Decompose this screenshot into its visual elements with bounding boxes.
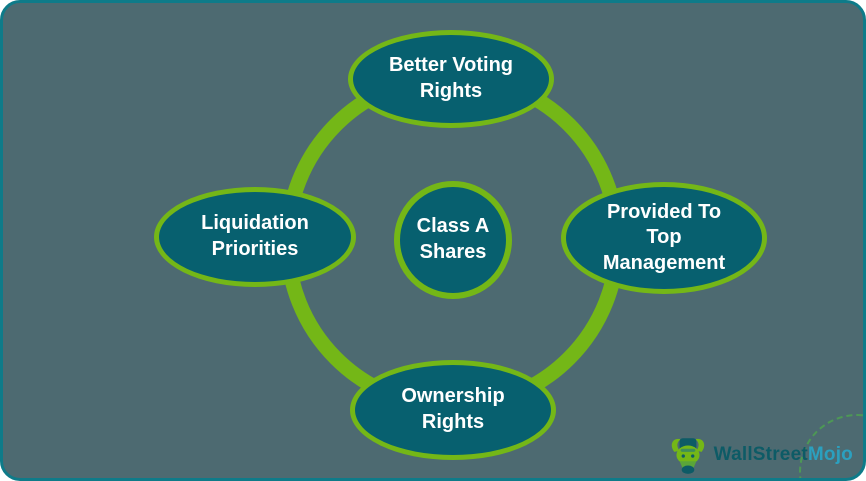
brand-secondary-text: Mojo (807, 444, 853, 465)
node-label: Liquidation Priorities (201, 212, 309, 260)
brand-primary-text: WallStreet (713, 444, 808, 465)
wallstreetmojo-logo: WallStreetMojo (667, 434, 853, 476)
node-label: Ownership Rights (401, 385, 505, 433)
node-liquidation-priorities: Liquidation Priorities (154, 187, 356, 287)
node-ownership-rights: Ownership Rights (350, 360, 556, 460)
bull-mascot-icon (671, 438, 704, 474)
node-class-a-shares: Class A Shares (394, 181, 512, 299)
node-label: Provided To Top Management (602, 200, 726, 274)
brand-wordmark: WallStreetMojo (714, 444, 853, 466)
node-provided-to-top-management: Provided To Top Management (561, 182, 767, 294)
node-label: Better Voting Rights (388, 54, 514, 102)
center-label: Class A Shares (416, 215, 490, 263)
node-better-voting-rights: Better Voting Rights (348, 30, 554, 128)
